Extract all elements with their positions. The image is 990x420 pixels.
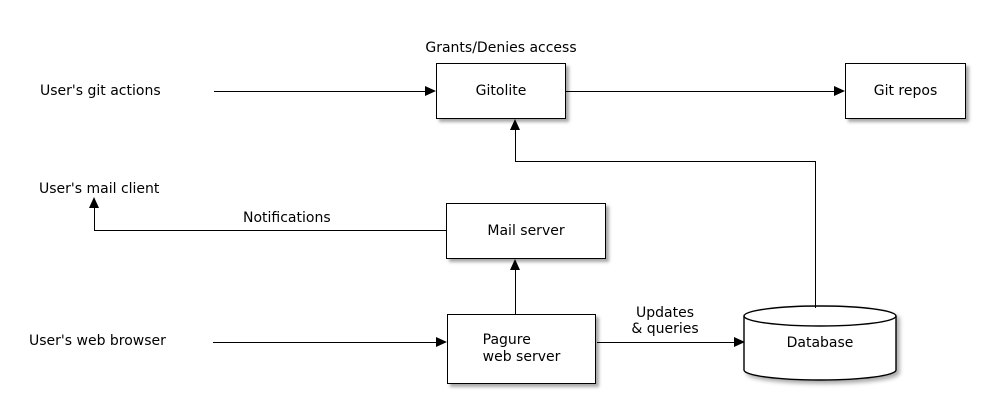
edge-database-to-gitolite-vertical-line xyxy=(815,161,816,308)
edge-mail-server-to-mail-client-arrowhead-icon xyxy=(89,197,99,208)
edge-gitolite-to-git-repos-arrowhead-icon xyxy=(834,86,845,96)
edge-database-to-gitolite-riser-line xyxy=(515,130,516,162)
edge-gitolite-to-git-repos-line xyxy=(566,91,834,92)
edge-pagure-to-mail-server-line xyxy=(515,270,516,314)
node-git-repos-label: Git repos xyxy=(873,82,938,99)
database-lid xyxy=(743,315,897,327)
node-mail-server: Mail server xyxy=(446,203,606,259)
label-users-web-browser: User's web browser xyxy=(29,333,166,349)
node-pagure-label: Pagure web server xyxy=(483,332,561,366)
edge-mail-server-to-mail-client-line xyxy=(94,230,446,231)
edge-database-to-gitolite-horizontal-line xyxy=(515,161,816,162)
edge-database-to-gitolite-arrowhead-icon xyxy=(510,119,520,130)
edge-mail-server-to-mail-client-riser-line xyxy=(94,208,95,231)
edge-pagure-to-database-line xyxy=(597,342,734,343)
label-grants-denies-access: Grants/Denies access xyxy=(425,40,577,56)
node-mail-server-label: Mail server xyxy=(487,222,565,239)
node-pagure-web-server: Pagure web server xyxy=(447,314,596,384)
node-git-repos: Git repos xyxy=(845,63,966,119)
edge-git-actions-to-gitolite-line xyxy=(214,91,425,92)
node-database-cylinder xyxy=(743,305,897,381)
node-gitolite-label: Gitolite xyxy=(475,82,527,99)
label-updates-queries: Updates & queries xyxy=(623,305,707,337)
edge-git-actions-to-gitolite-arrowhead-icon xyxy=(425,86,436,96)
node-database-label: Database xyxy=(786,335,854,351)
edge-pagure-to-mail-server-arrowhead-icon xyxy=(510,259,520,270)
node-pagure-label-line2: web server xyxy=(482,349,561,365)
label-updates-line2: & queries xyxy=(631,321,699,337)
label-notifications: Notifications xyxy=(243,210,331,226)
label-updates-line1: Updates xyxy=(636,305,694,321)
node-gitolite: Gitolite xyxy=(436,63,566,119)
node-pagure-label-line1: Pagure xyxy=(482,332,531,348)
label-users-git-actions: User's git actions xyxy=(40,83,161,99)
edge-pagure-to-database-arrowhead-icon xyxy=(734,337,745,347)
label-users-mail-client: User's mail client xyxy=(39,181,160,197)
edge-web-browser-to-pagure-line xyxy=(213,342,436,343)
edge-web-browser-to-pagure-arrowhead-icon xyxy=(436,337,447,347)
